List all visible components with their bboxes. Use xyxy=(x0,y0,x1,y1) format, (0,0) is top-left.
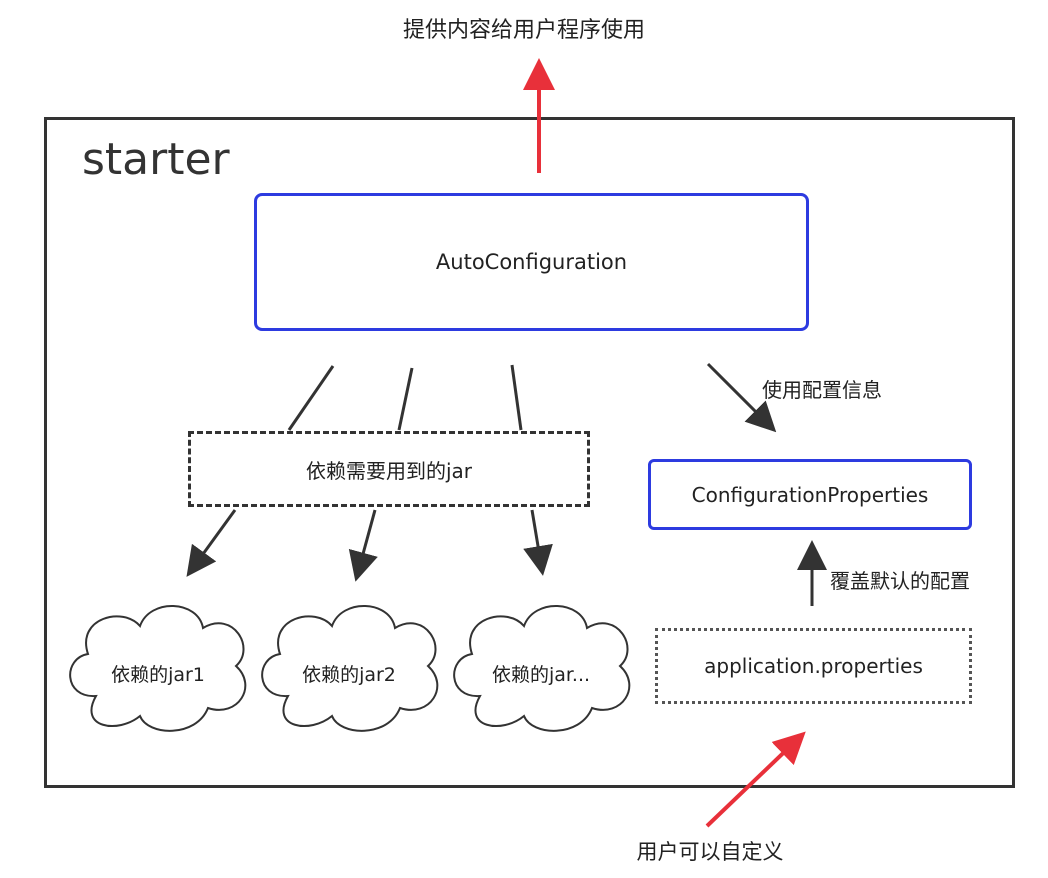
dependencies-label: 依赖需要用到的jar xyxy=(305,458,473,483)
starter-title: starter xyxy=(82,134,230,185)
autoconfiguration-label: AutoConfiguration xyxy=(435,250,628,274)
cloud-label-1: 依赖的jar1 xyxy=(111,664,205,686)
user-custom-arrow xyxy=(705,731,806,828)
application-properties-node: application.properties xyxy=(655,628,972,704)
uses-config-label: 使用配置信息 xyxy=(762,378,882,402)
cloud-label-2: 依赖的jar2 xyxy=(302,664,396,686)
deps-link-3 xyxy=(510,364,523,431)
top-caption: 提供内容给用户程序使用 xyxy=(402,18,645,43)
configuration-properties-node: ConfigurationProperties xyxy=(648,459,972,530)
autoconfiguration-node: AutoConfiguration xyxy=(254,193,809,331)
deps-link-1 xyxy=(287,365,335,431)
dependency-cloud-3 xyxy=(453,605,631,732)
override-defaults-label: 覆盖默认的配置 xyxy=(830,569,970,593)
bottom-caption: 用户可以自定义 xyxy=(636,840,784,864)
configuration-properties-label: ConfigurationProperties xyxy=(691,482,929,507)
dependencies-node: 依赖需要用到的jar xyxy=(188,431,590,507)
starter-container xyxy=(44,117,1015,788)
dependency-cloud-1 xyxy=(69,605,247,732)
dependency-cloud-2 xyxy=(261,605,439,732)
cloud-label-3: 依赖的jar... xyxy=(491,664,591,686)
uses-config-arrow xyxy=(706,362,777,433)
dep-arrow-2 xyxy=(348,509,378,582)
application-properties-label: application.properties xyxy=(704,654,923,678)
dep-arrow-1 xyxy=(186,509,237,577)
dep-arrow-3 xyxy=(523,509,553,576)
deps-link-2 xyxy=(397,367,414,431)
